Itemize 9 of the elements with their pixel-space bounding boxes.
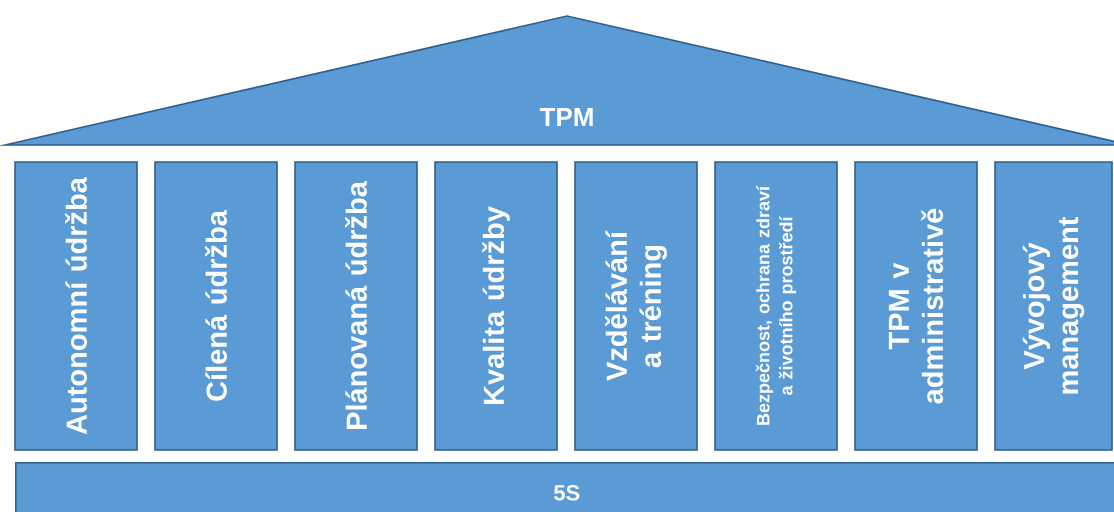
base-bar: 5S: [15, 462, 1114, 512]
pillar-box: Vývojový management: [994, 161, 1113, 451]
pillar-box: Vzdělávání a tréning: [574, 161, 698, 451]
pillar-box: TPM v administrativě: [854, 161, 978, 451]
pillar-box: Cílená údržba: [154, 161, 278, 451]
pillar-box: Bezpečnost, ochrana zdraví a životního prostředí: [714, 161, 838, 451]
pillar-box: Kvalita údržby: [434, 161, 558, 451]
pillar-box: Autonomní údržba: [14, 161, 138, 451]
pillar-box: Plánovaná údržba: [294, 161, 418, 451]
